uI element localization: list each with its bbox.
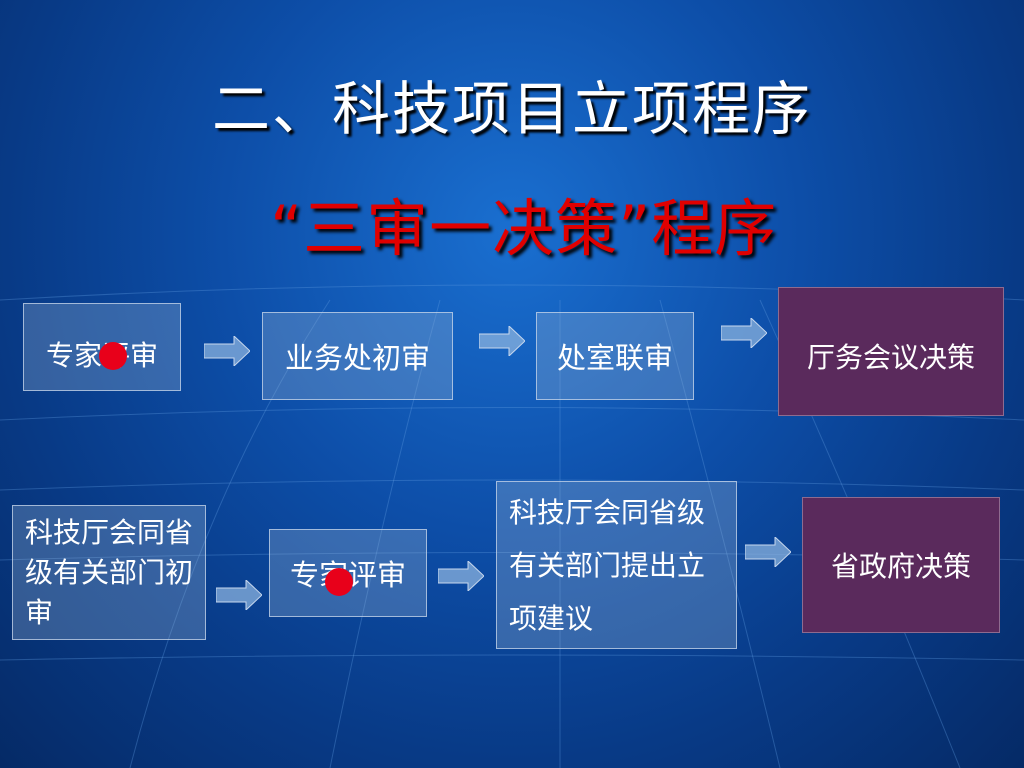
box-label: 科技厅会同省级有关部门提出立项建议 — [509, 495, 706, 635]
arrow-right-icon — [438, 561, 484, 591]
slide-subtitle: “三审一决策”程序 — [270, 192, 778, 265]
box-label: 业务处初审 — [284, 341, 430, 375]
slide-title: 二、科技项目立项程序 — [211, 75, 812, 143]
red-dot-marker — [325, 568, 353, 596]
arrow-right-icon — [745, 537, 791, 567]
arrow-right-icon — [216, 580, 262, 610]
box-label: 处室联审 — [556, 341, 673, 375]
box-expert-review-1: 专家评审 — [23, 303, 181, 391]
box-dept-initial-review: 业务处初审 — [262, 312, 453, 400]
box-label: 科技厅会同省级有关部门初审 — [25, 515, 194, 629]
arrow-right-icon — [721, 318, 767, 348]
box-office-meeting-decision: 厅务会议决策 — [778, 287, 1004, 416]
arrow-right-icon — [204, 336, 250, 366]
box-provincial-gov-decision: 省政府决策 — [802, 497, 1000, 633]
box-joint-initial-review: 科技厅会同省级有关部门初审 — [12, 505, 206, 640]
box-propose-project: 科技厅会同省级有关部门提出立项建议 — [496, 481, 737, 649]
red-dot-marker — [99, 342, 127, 370]
arrow-right-icon — [479, 326, 525, 356]
box-office-joint-review: 处室联审 — [536, 312, 694, 400]
box-label: 省政府决策 — [830, 550, 971, 583]
box-label: 厅务会议决策 — [806, 341, 975, 374]
